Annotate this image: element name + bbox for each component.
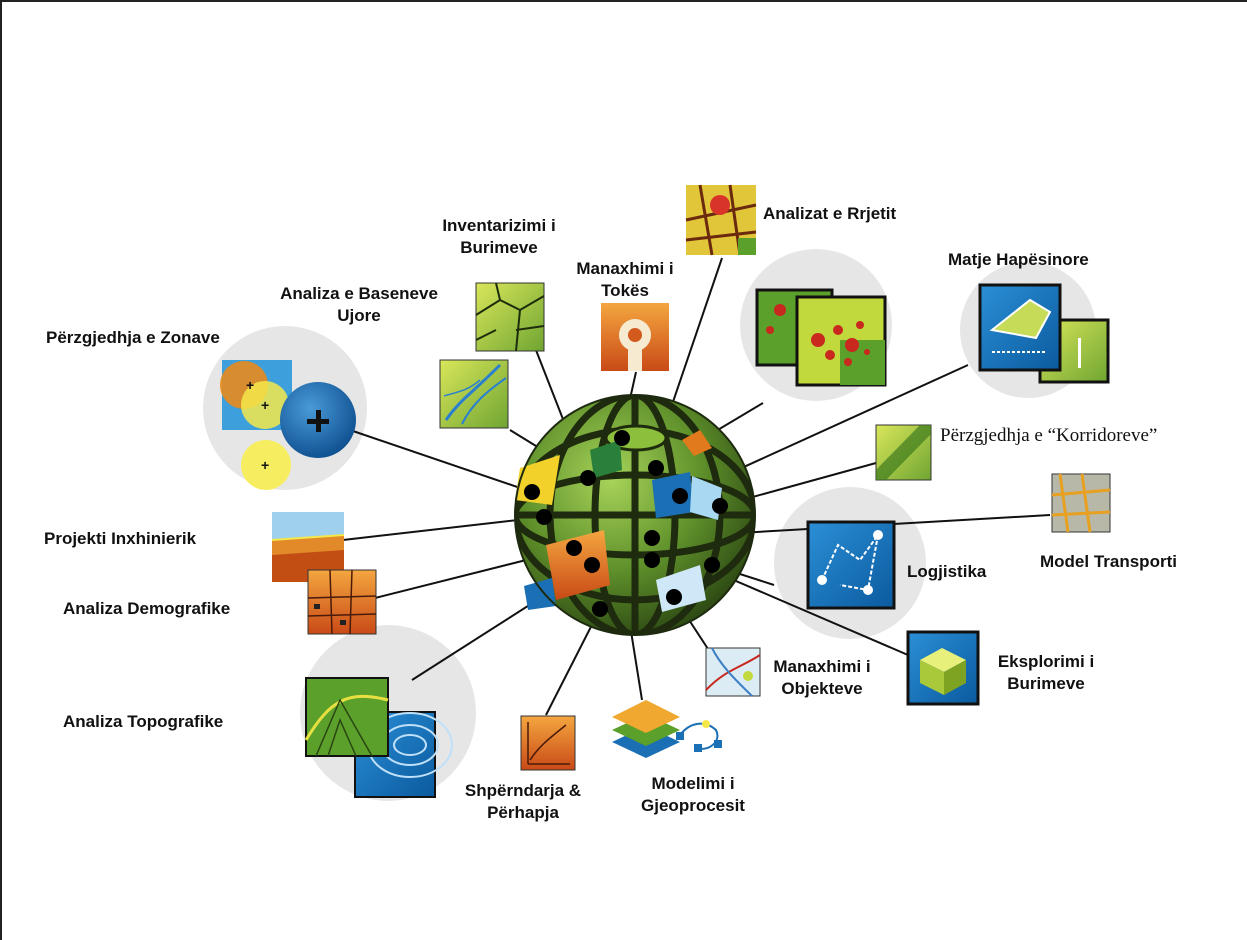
connector-dot: [666, 589, 682, 605]
connector-line: [629, 624, 643, 701]
label-line: Shpërndarja &: [464, 781, 582, 800]
connector-dot: [580, 470, 596, 486]
connector-dot: [644, 552, 660, 568]
connector-dot: [566, 540, 582, 556]
label-analizat-rrjetit: Analizat e Rrjetit: [763, 204, 897, 223]
label-analiza-baseneve: Analiza e Baseneve Ujore: [254, 283, 464, 327]
label-model-transporti: Model Transporti: [1040, 552, 1177, 571]
label-eksplorimi: Eksplorimi i Burimeve: [985, 651, 1107, 695]
connector-dot: [536, 509, 552, 525]
label-analiza-demografike: Analiza Demografike: [63, 599, 231, 618]
label-matje-hapesinore: Matje Hapësinore: [948, 250, 1089, 269]
label-line: Tokës: [601, 281, 649, 300]
globe: [514, 394, 756, 636]
label-projekti-inxhinierik: Projekti Inxhinierik: [44, 529, 197, 548]
logistics-icon: [806, 520, 896, 610]
connector-line: [349, 429, 533, 493]
svg-text:+: +: [246, 377, 254, 393]
facility-management-icon: [705, 647, 761, 697]
spatial-measurement-icon: [978, 283, 1110, 384]
label-line: Burimeve: [460, 238, 538, 257]
label-line: Burimeve: [1007, 674, 1085, 693]
label-modelimi: Modelimi i Gjeoprocesit: [618, 773, 768, 817]
demographic-analysis-icon: [307, 569, 377, 635]
svg-text:+: +: [261, 457, 269, 473]
connector-dot: [524, 484, 540, 500]
label-manaxhimi-tokes: Manaxhimi i Tokës: [565, 258, 685, 302]
connector-dot: [644, 530, 660, 546]
connector-dot: [712, 498, 728, 514]
resource-exploration-icon: [906, 630, 980, 706]
label-line: Analiza e Baseneve: [280, 284, 438, 303]
network-analysis-icon: [685, 184, 757, 256]
connector-dot: [614, 430, 630, 446]
hotspot-analysis-icon: [755, 288, 887, 387]
label-perzgjedhja-korridoreve: Përzgjedhja e “Korridoreve”: [940, 425, 1158, 446]
label-analiza-topografike: Analiza Topografike: [63, 712, 224, 731]
land-management-icon: [601, 303, 669, 371]
resource-inventory-icon: [475, 282, 545, 352]
label-line: Manaxhimi i: [773, 657, 871, 676]
label-inventarizimi: Inventarizimi i Burimeve: [424, 215, 574, 259]
label-line: Objekteve: [781, 679, 863, 698]
connector-line: [342, 516, 545, 541]
label-line: Gjeoprocesit: [641, 796, 745, 815]
connector-dot: [648, 460, 664, 476]
corridor-icon: [875, 424, 932, 481]
svg-text:+: +: [261, 397, 269, 413]
distribution-spread-icon: [520, 715, 576, 771]
connector-dot: [672, 488, 688, 504]
site-selection-icon: + + +: [220, 360, 356, 490]
label-line: Modelimi i: [651, 774, 735, 793]
geoprocessing-icon: [612, 700, 722, 758]
connector-dot: [704, 557, 720, 573]
label-manaxhimi-objekteve: Manaxhimi i Objekteve: [758, 656, 886, 700]
globe-dots: [524, 430, 728, 617]
label-line: Eksplorimi i: [997, 652, 1095, 671]
label-logjistika: Logjistika: [907, 562, 987, 581]
label-line: Ujore: [337, 306, 381, 325]
label-shperndarja: Shpërndarja & Përhapja: [448, 780, 598, 824]
label-line: Inventarizimi i: [442, 216, 556, 235]
connector-dot: [592, 601, 608, 617]
label-line: Manaxhimi i: [576, 259, 674, 278]
label-perzgjedhja-zonave: Përzgjedhja e Zonave: [46, 328, 220, 347]
watershed-icon: [439, 359, 509, 429]
topographic-analysis-icon: [304, 677, 453, 798]
connector-line: [721, 574, 909, 656]
connector-dot: [584, 557, 600, 573]
transport-model-icon: [1051, 473, 1111, 533]
label-line: Përhapja: [487, 803, 559, 822]
